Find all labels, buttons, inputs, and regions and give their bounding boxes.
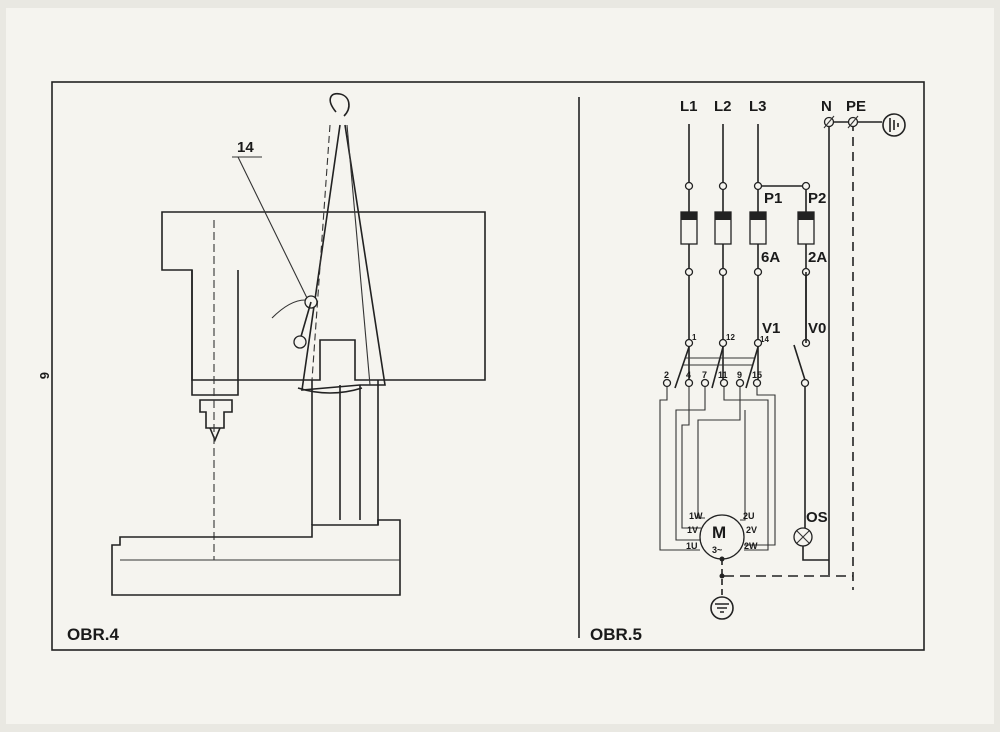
figure5-caption: OBR.5 [590, 625, 642, 644]
motor-type: 3~ [712, 545, 722, 555]
label-os: OS [806, 509, 828, 526]
figure-frame [51, 81, 925, 651]
terminal-label-15: 15 [752, 370, 762, 380]
terminal-label-9: 9 [737, 370, 742, 380]
label-l1: L1 [680, 98, 698, 115]
lift-axis [311, 124, 331, 381]
column-inner [339, 385, 361, 520]
drill-press-drawing: 14 [111, 92, 486, 596]
label-2a: 2A [808, 249, 827, 266]
lamp-circuit [804, 272, 807, 530]
switch-contacts [674, 344, 806, 389]
base [111, 519, 401, 596]
terminal-label-7: 7 [702, 370, 707, 380]
label-p2: P2 [808, 190, 826, 207]
winding-1w: 1W [689, 511, 703, 521]
earth-icon [882, 113, 906, 137]
motor-icon: M 3~ [699, 514, 745, 560]
label-v1: V1 [762, 320, 780, 337]
terminal-n-mark [823, 115, 835, 129]
callout-14: 14 [237, 139, 254, 156]
terminals [662, 181, 811, 388]
spindle-housing [191, 270, 239, 396]
crane-hook [329, 92, 350, 117]
lever-knob [293, 335, 307, 349]
terminal-label-1: 1 [692, 333, 697, 342]
page-number: 6 [37, 372, 52, 379]
ground-icon [710, 596, 734, 620]
terminal-label-14: 14 [760, 335, 769, 344]
drill-bit [209, 427, 221, 443]
wiring-diagram: L1 L2 L3 N PE [659, 98, 906, 620]
label-l3: L3 [749, 98, 767, 115]
winding-2u: 2U [743, 511, 755, 521]
motor-wiring [659, 387, 776, 551]
terminal-label-4: 4 [686, 370, 691, 380]
callout-leader [237, 156, 308, 299]
terminal-pe-mark [847, 115, 859, 129]
motor-symbol: M [712, 523, 726, 542]
label-v0: V0 [808, 320, 826, 337]
winding-1u: 1U [686, 541, 698, 551]
chuck [199, 399, 233, 429]
lever-arm [299, 301, 312, 341]
terminal-label-12: 12 [726, 333, 735, 342]
junction-dot [719, 556, 725, 562]
label-l2: L2 [714, 98, 732, 115]
fuses [680, 211, 815, 245]
winding-1v: 1V [687, 525, 698, 535]
switch-linkage [683, 357, 754, 366]
junction-dot [719, 573, 725, 579]
figure4-caption: OBR.4 [67, 625, 120, 644]
label-n: N [821, 98, 832, 115]
label-6a: 6A [761, 249, 780, 266]
drill-head [161, 211, 486, 381]
sling-inner [346, 124, 371, 386]
terminal-label-11: 11 [718, 370, 728, 380]
winding-2v: 2V [746, 525, 757, 535]
column [311, 380, 379, 525]
lamp-icon [793, 527, 813, 547]
winding-2w: 2W [744, 541, 758, 551]
lamp-return [802, 546, 829, 561]
label-pe: PE [846, 98, 866, 115]
label-p1: P1 [764, 190, 782, 207]
sling-loop [297, 387, 363, 394]
rotation-arrow [271, 299, 306, 319]
terminal-label-2: 2 [664, 370, 669, 380]
